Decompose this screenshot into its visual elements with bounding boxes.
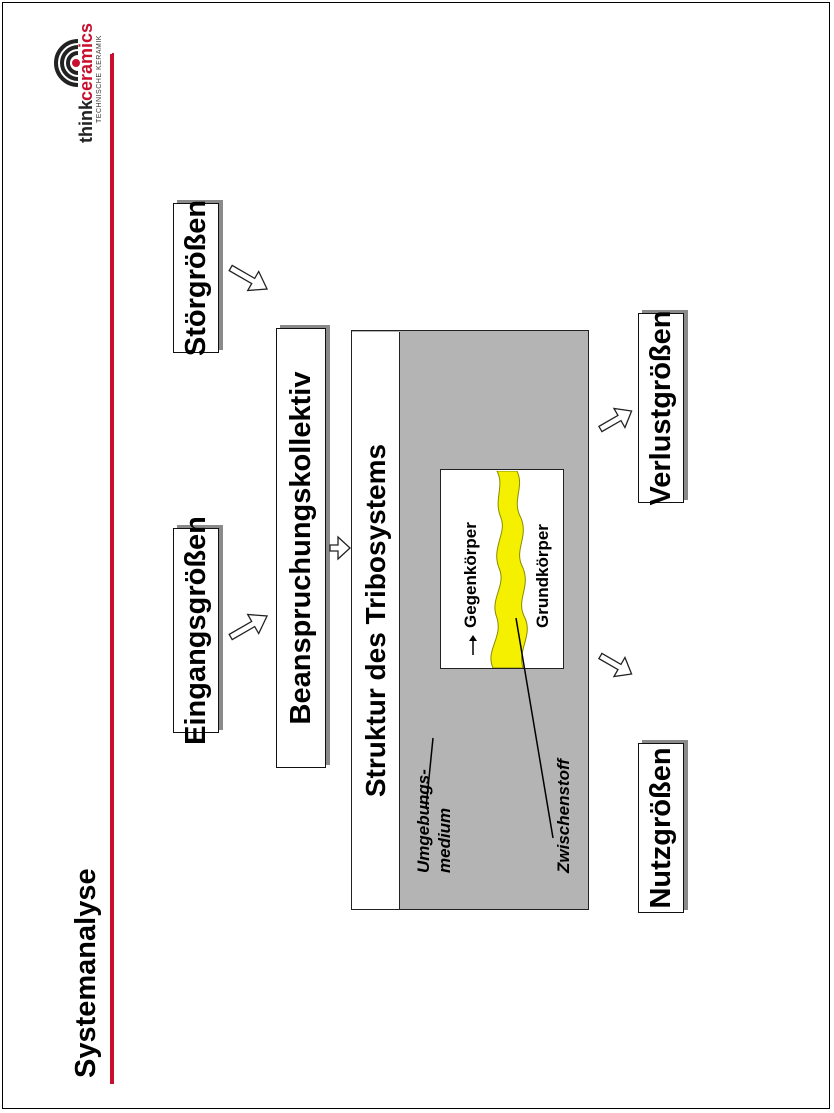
arrow-verlust xyxy=(598,407,633,433)
leader-zwischenstoff xyxy=(515,617,554,839)
arrow-stoer xyxy=(228,264,269,292)
contact-zone-box: Gegenkörper Grundkörper xyxy=(440,469,564,669)
arrow-struktur xyxy=(329,535,351,561)
arrow-eingang xyxy=(228,613,269,641)
signal-waves-icon xyxy=(54,39,80,87)
slide: Systemanalyse think ceramics TECHNISCHE … xyxy=(8,13,828,1108)
interface-zwischenstoff-icon xyxy=(490,471,528,668)
leader-umgebungsmedium xyxy=(425,737,434,809)
arrow-nutz xyxy=(598,652,633,678)
motion-arrow-icon xyxy=(469,635,477,655)
tribosystem-structure-panel: Struktur des Tribosystems Gegenkörper Gr… xyxy=(351,330,589,910)
flow-arrows xyxy=(228,264,633,839)
think-ceramics-logo: think ceramics TECHNISCHE KERAMIK xyxy=(12,23,103,213)
